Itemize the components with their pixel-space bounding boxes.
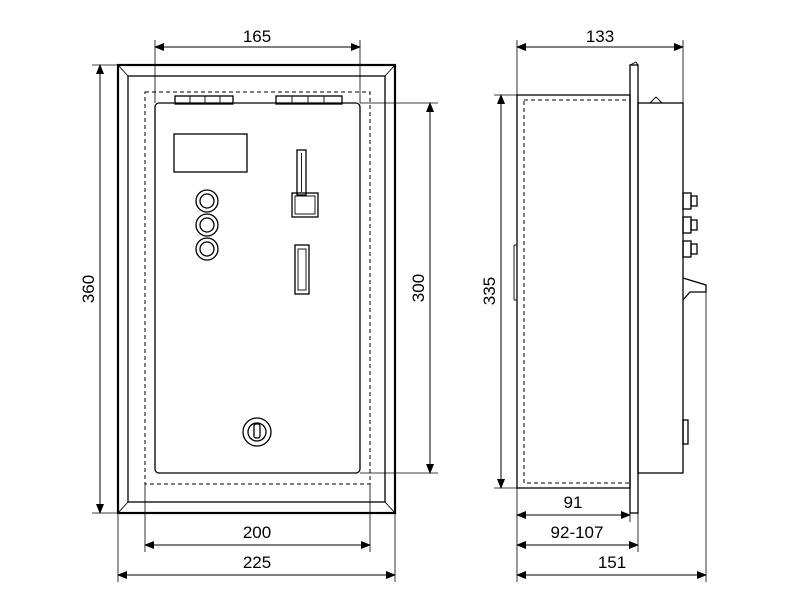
dim-360-label: 360 <box>79 275 98 303</box>
front-frame-outer <box>116 63 397 515</box>
button-1-icon <box>195 189 219 213</box>
front-panel <box>154 102 361 474</box>
coin-return-slot <box>294 244 310 295</box>
key-lock-icon <box>242 417 272 447</box>
button-2-icon <box>195 213 219 237</box>
dim-151-label: 151 <box>598 553 626 572</box>
top-tab-left <box>174 95 234 105</box>
dim-225-label: 225 <box>243 553 271 572</box>
side-view: 133 335 91 92-107 151 <box>480 27 707 582</box>
front-view: 165 360 300 200 225 <box>79 27 438 582</box>
side-frame-flange <box>629 64 639 514</box>
dim-300-label: 300 <box>409 274 428 302</box>
side-coin-return <box>682 277 707 301</box>
front-housing-dashed <box>144 91 371 485</box>
dim-335-label: 335 <box>480 277 499 305</box>
side-buttons <box>682 192 698 258</box>
display-window <box>173 133 248 173</box>
front-frame-inner <box>127 75 386 503</box>
side-panel <box>637 102 684 474</box>
dim-92-107-label: 92-107 <box>551 523 604 542</box>
dim-165-label: 165 <box>243 27 271 46</box>
dim-200-label: 200 <box>243 523 271 542</box>
side-key-lock <box>682 419 689 445</box>
side-body <box>516 94 631 489</box>
dim-91-label: 91 <box>564 493 583 512</box>
side-housing-dashed <box>523 99 631 484</box>
button-3-icon <box>195 237 219 261</box>
push-buttons <box>195 189 219 261</box>
dim-133-label: 133 <box>586 27 614 46</box>
top-tab-right <box>275 95 343 105</box>
coin-insert <box>291 149 319 218</box>
